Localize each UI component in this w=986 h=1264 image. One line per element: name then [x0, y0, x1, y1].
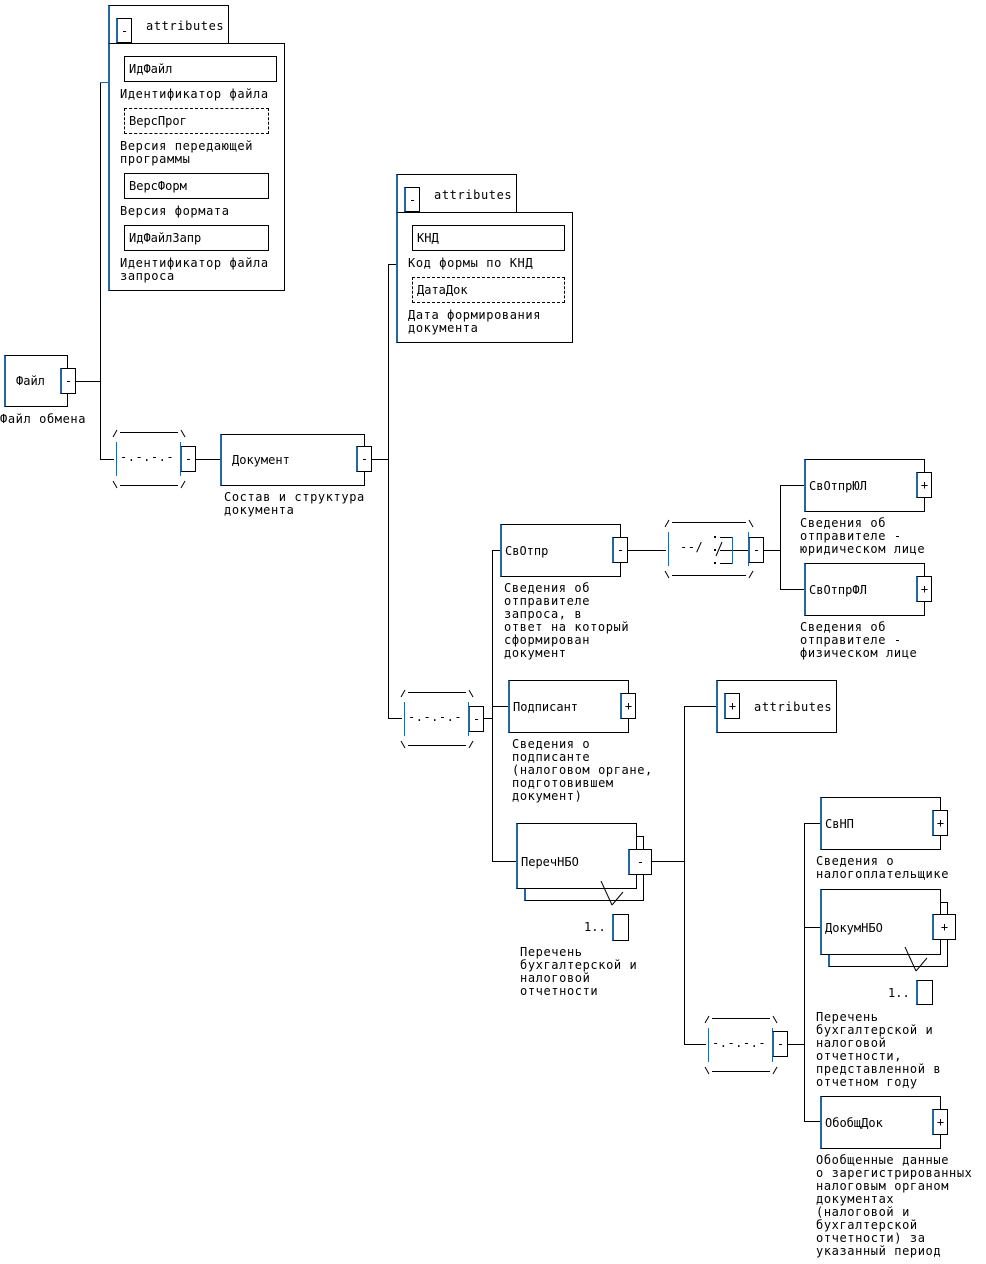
repeat-icon [904, 946, 928, 972]
element-name: СвОтпрЮЛ [809, 478, 867, 493]
attributes-tab: - attributes [108, 5, 229, 44]
collapse-button[interactable]: - [772, 1031, 788, 1057]
element-description: Сведения о налогоплательщике [816, 854, 950, 881]
element-svotpryul[interactable]: СвОтпрЮЛ [804, 459, 925, 512]
repeat-icon [600, 880, 624, 906]
attributes-panel [108, 43, 285, 291]
attribute-versprog[interactable]: ВерсПрог [124, 108, 269, 134]
element-description: Файл обмена [0, 412, 87, 426]
element-name: СвОтпрФЛ [809, 582, 867, 597]
element-description: Перечень бухгалтерской и налоговой отчет… [816, 1010, 942, 1089]
attribute-versform[interactable]: ВерсФорм [124, 173, 269, 199]
collapse-button[interactable]: - [612, 537, 628, 563]
element-name: ОбобщДок [825, 1115, 883, 1130]
collapse-button[interactable]: - [180, 446, 196, 472]
attribute-datadok[interactable]: ДатаДок [412, 277, 565, 303]
element-svotpr[interactable]: СвОтпр [500, 524, 621, 577]
sequence-symbol: -.-.-.- [120, 450, 175, 464]
attribute-idfajlzapr[interactable]: ИдФайлЗапр [124, 225, 269, 251]
sequence-symbol: -.-.-.- [408, 710, 463, 724]
element-description: Сведения об отправителе - физическом лиц… [800, 620, 918, 660]
collapse-button[interactable]: - [628, 849, 652, 875]
expand-button[interactable]: + [620, 693, 636, 719]
sequence-symbol: -.-.-.- [712, 1036, 767, 1050]
attributes-title: attributes [146, 19, 225, 33]
attribute-description: Код формы по КНД [408, 256, 534, 270]
element-name: Документ [232, 453, 290, 467]
collapse-button[interactable]: - [356, 446, 372, 472]
element-description: Сведения о подписанте (налоговом органе,… [512, 737, 653, 803]
choice-compositor: --/ [664, 518, 754, 580]
attributes-title: attributes [754, 699, 833, 714]
collapse-button[interactable]: - [60, 368, 76, 394]
expand-button[interactable]: + [932, 914, 956, 940]
expand-button[interactable]: + [932, 1109, 948, 1135]
expand-button[interactable]: + [932, 810, 948, 836]
collapse-button[interactable]: - [748, 537, 764, 563]
attribute-description: Идентификатор файла [120, 87, 269, 101]
collapse-attributes-button[interactable]: - [116, 18, 132, 43]
attributes-title: attributes [434, 188, 513, 202]
element-svotprfl[interactable]: СвОтпрФЛ [804, 563, 925, 616]
element-description: Сведения об отправителе - юридическом ли… [800, 516, 926, 556]
occurrence-label: 1.. [584, 920, 606, 934]
element-name: Подписант [513, 699, 579, 714]
attributes-tab: - attributes [396, 174, 517, 213]
occurrence-label: 1.. [888, 986, 910, 1000]
attribute-description: Версия передающей программы [120, 139, 254, 166]
choice-symbol: --/ [680, 540, 704, 554]
expand-attributes-button[interactable]: + [724, 693, 740, 719]
attribute-description: Версия формата [120, 204, 230, 218]
attribute-knd[interactable]: КНД [412, 225, 565, 251]
expand-button[interactable]: + [916, 576, 932, 602]
element-name: Файл [16, 374, 45, 388]
attribute-description: Дата формирования документа [408, 308, 542, 335]
occurrence-indicator [612, 914, 629, 941]
element-svnp[interactable]: СвНП [820, 797, 941, 850]
element-description: Сведения об отправителе запроса, в ответ… [504, 581, 630, 660]
expand-button[interactable]: + [916, 472, 932, 498]
element-name: ПеречНБО [521, 855, 579, 869]
element-name: СвНП [825, 816, 854, 831]
sequence-compositor: -.-.-.- [704, 1014, 778, 1076]
element-dokumnbo[interactable]: ДокумНБО [820, 889, 941, 955]
choice-icon [664, 519, 754, 579]
sequence-compositor: -.-.-.- [400, 688, 474, 750]
element-name: ДокумНБО [825, 921, 883, 935]
element-fajl[interactable]: Файл [4, 355, 68, 407]
element-description: Состав и структура документа [224, 490, 365, 517]
sequence-compositor: -.-.-.- [112, 428, 186, 490]
occurrence-indicator [916, 980, 933, 1005]
element-podpisant[interactable]: Подписант [508, 680, 629, 733]
element-description: Обобщенные данные о зарегистрированных н… [816, 1153, 973, 1258]
attribute-idfajl[interactable]: ИдФайл [124, 56, 277, 82]
element-name: СвОтпр [505, 543, 549, 558]
attribute-description: Идентификатор файла запроса [120, 256, 269, 283]
collapse-attributes-button[interactable]: - [404, 187, 420, 212]
element-obobshdok[interactable]: ОбобщДок [820, 1096, 941, 1149]
element-dokument[interactable]: Документ [220, 434, 365, 486]
collapse-button[interactable]: - [468, 706, 484, 732]
element-description: Перечень бухгалтерской и налоговой отчет… [520, 945, 638, 998]
